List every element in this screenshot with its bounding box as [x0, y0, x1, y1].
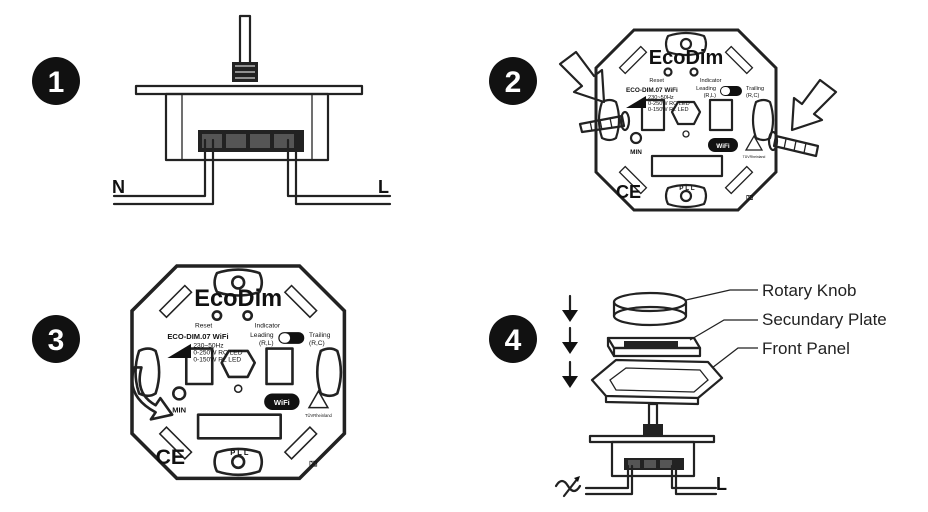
wifi-label: WiFi: [716, 143, 730, 150]
wire-label-l: L: [716, 474, 727, 494]
bin-icon: ⌧: [746, 195, 753, 202]
bin-icon: ⌧: [309, 460, 318, 469]
trailing-sub: (R,C): [309, 340, 325, 347]
spec-voltage: 230~50Hz: [193, 342, 223, 349]
wifi-badge: [264, 393, 300, 410]
step-4: 4: [489, 281, 887, 498]
tuv-mark-icon: [744, 134, 764, 151]
model-label: ECO-DIM.07 WiFi: [626, 87, 678, 94]
wire-label-n: N: [112, 177, 125, 197]
step-3: 3 EcoDim Reset Indicator ECO-DIM.07 WiFi…: [32, 264, 347, 481]
spec-rl: 0-150W RL LED: [193, 357, 241, 364]
leading-label: Leading: [250, 332, 274, 339]
step-3-badge: [32, 315, 80, 363]
step-2: 2 EcoDim Reset Indicator ECO-DIM.07 WiFi…: [489, 28, 838, 212]
down-arrow-icon: [562, 294, 578, 388]
spec-rc: 0-250W RC LED: [193, 350, 242, 357]
min-label: MIN: [630, 149, 642, 156]
tuv-mark-icon: [307, 389, 330, 409]
step-4-dimmer-side-view: [584, 402, 718, 496]
min-label: MIN: [172, 405, 186, 414]
step-1-badge: [32, 57, 80, 105]
dimmer-front-panel: EcoDim Reset Indicator ECO-DIM.07 WiFi 2…: [594, 28, 778, 212]
dimmer-ramp-icon: [626, 96, 646, 108]
wire-label-l: L: [378, 177, 389, 197]
model-label: ECO-DIM.07 WiFi: [167, 332, 228, 341]
spec-voltage: 230~50Hz: [648, 95, 674, 101]
terminal-labels: P L L: [679, 185, 694, 192]
brand-logo: EcoDim: [649, 47, 723, 69]
label-front-panel: Front Panel: [762, 339, 850, 358]
leading-sub: (R,L): [704, 93, 717, 99]
ce-mark: CE: [156, 445, 186, 469]
leader-secondary-plate: [689, 319, 758, 341]
wifi-badge: [708, 138, 738, 152]
reset-label: Reset: [649, 78, 664, 84]
screw-right-icon: [767, 130, 820, 158]
reset-label: Reset: [195, 322, 212, 329]
tuv-label: TÜVRheinland: [305, 413, 333, 418]
curved-arrow-icon: [130, 366, 174, 421]
trailing-label: Trailing: [746, 86, 764, 92]
indicator-label: Indicator: [700, 78, 722, 84]
label-secondary-plate: Secundary Plate: [762, 310, 887, 329]
leader-rotary-knob: [685, 289, 758, 301]
dimmer-front-panel-large: EcoDim Reset Indicator ECO-DIM.07 WiFi 2…: [130, 264, 347, 481]
secondary-plate: [606, 336, 702, 358]
screw-left-icon: [578, 110, 631, 134]
tuv-label: TÜVRheinland: [743, 155, 766, 159]
step-1-wires: [112, 138, 392, 206]
step-4-badge: [489, 315, 537, 363]
front-panel: [590, 358, 724, 406]
arrow-left-icon: [558, 50, 606, 104]
spec-rc: 0-250W RC LED: [648, 101, 690, 107]
step-3-number: 3: [48, 324, 65, 357]
step-2-number: 2: [505, 66, 522, 99]
spec-rl: 0-150W RL LED: [648, 107, 689, 113]
trailing-sub: (R,C): [746, 93, 759, 99]
trailing-label: Trailing: [309, 332, 331, 339]
step-1-number: 1: [48, 66, 65, 99]
step-1-dimmer-side-view: [134, 14, 364, 162]
label-rotary-knob: Rotary Knob: [762, 281, 857, 300]
indicator-label: Indicator: [255, 322, 281, 329]
step-1: 1 N L: [32, 14, 392, 206]
brand-logo: EcoDim: [194, 286, 282, 312]
terminal-labels: P L L: [230, 448, 249, 457]
step-4-number: 4: [505, 324, 522, 357]
leading-sub: (R,L): [259, 340, 274, 347]
rotary-knob: [612, 291, 688, 327]
load-symbol-icon: [554, 476, 582, 498]
ce-mark: CE: [616, 182, 641, 202]
leader-front-panel: [711, 347, 758, 369]
arrow-right-icon: [790, 78, 838, 132]
step-2-badge: [489, 57, 537, 105]
wifi-label: WiFi: [274, 398, 290, 407]
leading-label: Leading: [696, 86, 716, 92]
